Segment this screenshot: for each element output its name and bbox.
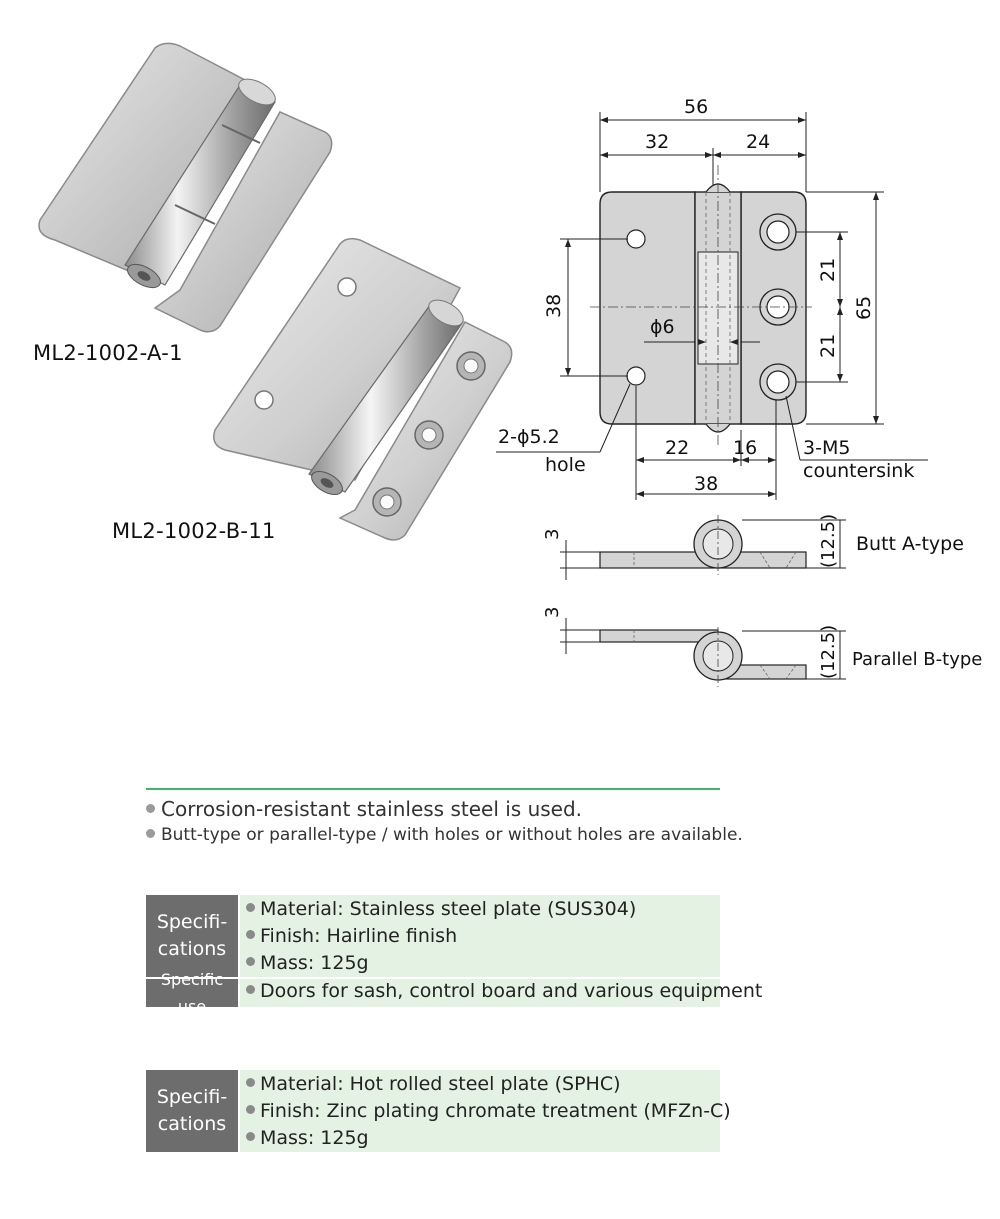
spec2-item-1-text: Material: Hot rolled steel plate (SPHC) (260, 1073, 621, 1095)
spec-head-2-line1: Specifi- (156, 1086, 228, 1108)
dim-pitch-lower: 21 (817, 334, 839, 358)
spec2-item-3-text: Mass: 125g (260, 1127, 369, 1149)
dimension-drawing: 56 32 24 38 21 21 65 ϕ6 2-ϕ5.2 ho (496, 96, 982, 687)
spec1-item-3: Mass: 125g (246, 952, 369, 974)
parallel-label: Parallel B-type (852, 649, 982, 670)
spec-head-1-line2: cations (157, 938, 227, 960)
spec2-item-2: Finish: Zinc plating chromate treatment … (246, 1100, 731, 1122)
dim-pin-diameter: ϕ6 (650, 316, 675, 338)
spec-body-1: Material: Stainless steel plate (SUS304)… (240, 895, 720, 977)
spec-head-2: Specifi- cations (146, 1070, 238, 1152)
bullet-icon (146, 804, 155, 813)
dim-hole-note-line1: 2-ϕ5.2 (498, 426, 560, 448)
butt-label: Butt A-type (856, 533, 964, 555)
bullet-icon (246, 957, 255, 966)
feature-line-2: Butt-type or parallel-type / with holes … (146, 825, 743, 845)
butt-height: (12.5) (818, 514, 839, 568)
spec-use-head: Specific use (146, 970, 238, 1016)
spec-table-1: Specifi- cations Material: Stainless ste… (146, 895, 762, 1016)
model-label-b: ML2-1002-B-11 (112, 519, 276, 543)
bullet-icon (246, 1105, 255, 1114)
parallel-thickness: 3 (542, 607, 563, 618)
spec-body-2: Material: Hot rolled steel plate (SPHC) … (240, 1070, 731, 1152)
bullet-icon (246, 985, 255, 994)
feature-text-1: Corrosion-resistant stainless steel is u… (161, 797, 583, 821)
bullet-icon (246, 1132, 255, 1141)
parallel-height: (12.5) (818, 625, 839, 679)
bullet-icon (246, 1078, 255, 1087)
dim-total-height: 65 (853, 296, 875, 320)
bullet-icon (246, 903, 255, 912)
spec-head-1: Specifi- cations (146, 895, 238, 977)
dim-right-width: 24 (746, 131, 770, 153)
spec1-item-2: Finish: Hairline finish (246, 925, 457, 947)
dim-bottom-right: 16 (733, 437, 757, 459)
spec-table-2: Specifi- cations Material: Hot rolled st… (146, 1070, 731, 1152)
dim-bottom-left: 22 (665, 437, 689, 459)
butt-thickness: 3 (542, 529, 563, 540)
spec2-item-1: Material: Hot rolled steel plate (SPHC) (246, 1073, 621, 1095)
spec1-item-1: Material: Stainless steel plate (SUS304) (246, 898, 636, 920)
spec-head-1-line1: Specifi- (156, 911, 228, 933)
model-label-a: ML2-1002-A-1 (33, 341, 183, 365)
spec-head-2-line2: cations (157, 1113, 227, 1135)
spec-use-body: Doors for sash, control board and variou… (240, 979, 762, 1007)
hinge-b-photo (213, 237, 513, 541)
dim-pitch-upper: 21 (817, 258, 839, 282)
spec-use-head-text: Specific use (160, 970, 224, 1016)
dim-hole-note-line2: hole (545, 454, 586, 476)
feature-line-1: Corrosion-resistant stainless steel is u… (146, 797, 582, 821)
spec-use-line: Doors for sash, control board and variou… (246, 980, 762, 1002)
spec1-item-2-text: Finish: Hairline finish (260, 925, 458, 947)
section-divider (146, 788, 720, 790)
bullet-icon (246, 930, 255, 939)
dim-countersink-line1: 3-M5 (803, 437, 850, 459)
dim-bottom-total: 38 (694, 473, 718, 495)
bullet-icon (146, 828, 155, 838)
spec2-item-3: Mass: 125g (246, 1127, 369, 1149)
dim-countersink-line2: countersink (803, 460, 914, 482)
hinge-a-photo (38, 42, 333, 333)
spec1-item-3-text: Mass: 125g (260, 952, 369, 974)
dim-left-width: 32 (645, 131, 669, 153)
spec-use-text: Doors for sash, control board and variou… (260, 980, 763, 1002)
dim-total-width: 56 (684, 96, 708, 118)
spec2-item-2-text: Finish: Zinc plating chromate treatment … (260, 1100, 731, 1122)
spec1-item-1-text: Material: Stainless steel plate (SUS304) (260, 898, 637, 920)
dim-hole-pitch-vertical: 38 (543, 294, 565, 318)
feature-text-2: Butt-type or parallel-type / with holes … (161, 825, 743, 845)
